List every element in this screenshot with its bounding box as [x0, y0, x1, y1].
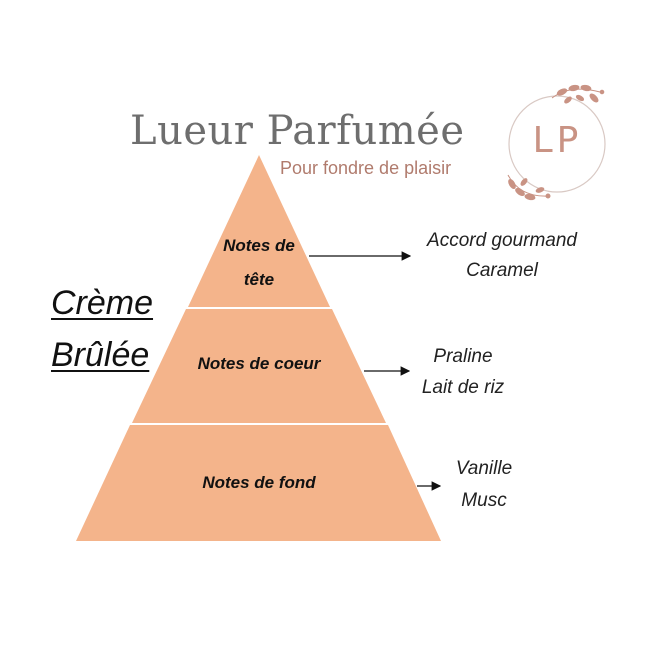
tier-top-label-line1: Notes de	[223, 236, 295, 255]
brand-title: Lueur Parfumée	[130, 108, 465, 154]
product-name-line2: Brûlée	[51, 336, 150, 374]
product-name-line1: Crème	[51, 284, 154, 322]
floral-wreath-icon	[507, 84, 606, 201]
tier-top-label-line2: tête	[243, 270, 275, 289]
pyramid-tier-bottom	[76, 425, 441, 541]
pyramid-tier-top	[188, 155, 330, 307]
logo-monogram: LP	[532, 120, 583, 161]
tier-bottom-label: Notes de fond	[202, 473, 316, 492]
pyramid-tier-middle	[132, 309, 386, 423]
base-note-1: Vanille	[455, 458, 513, 479]
brand-tagline: Pour fondre de plaisir	[280, 158, 452, 178]
heart-note-1: Praline	[433, 346, 493, 367]
brand-logo: LP	[490, 80, 625, 210]
heart-note-2: Lait de riz	[421, 377, 505, 398]
top-note-2: Caramel	[466, 260, 538, 281]
base-note-2: Musc	[461, 490, 507, 511]
tier-middle-label: Notes de coeur	[197, 354, 321, 373]
top-note-1: Accord gourmand	[427, 230, 577, 251]
